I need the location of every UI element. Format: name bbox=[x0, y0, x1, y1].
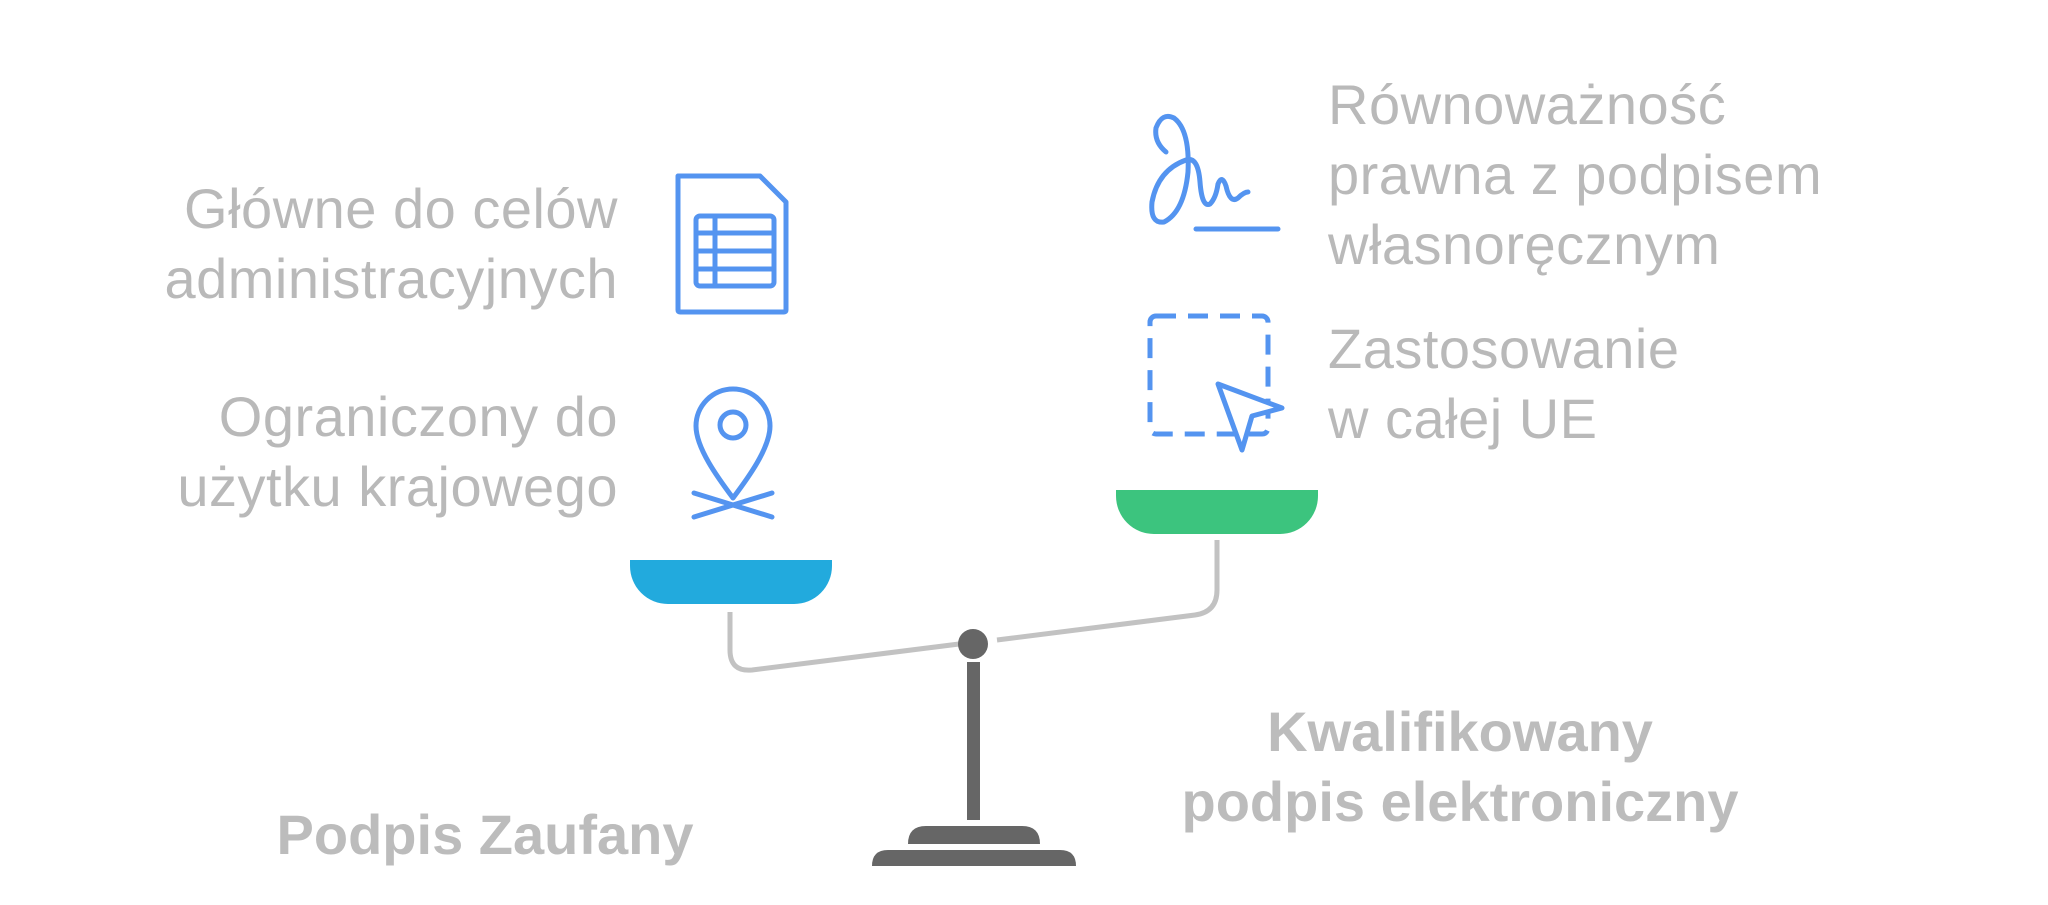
right-pan bbox=[1116, 490, 1318, 534]
scale-beam-right bbox=[996, 540, 1220, 643]
document-grid-icon bbox=[675, 173, 789, 315]
signature-icon bbox=[1149, 113, 1281, 232]
scale-base-bottom bbox=[872, 850, 1076, 866]
left-pan bbox=[630, 560, 832, 604]
left-feature-2-text: Ograniczony do użytku krajowego bbox=[177, 385, 618, 518]
scale-beam bbox=[727, 612, 976, 673]
scale-base-top bbox=[908, 826, 1040, 844]
right-feature-1-text: Równoważność prawna z podpisem własnoręc… bbox=[1328, 73, 1823, 276]
scale-pole bbox=[967, 662, 980, 820]
right-feature-2-text: Zastosowanie w całej UE bbox=[1328, 317, 1680, 450]
scale-pivot bbox=[958, 629, 988, 659]
left-feature-1-text: Główne do celów administracyjnych bbox=[164, 177, 618, 310]
cursor-selection-icon bbox=[1147, 313, 1285, 453]
right-side-title: Kwalifikowany podpis elektroniczny bbox=[1181, 700, 1739, 833]
location-cross-icon bbox=[691, 386, 775, 520]
left-side-title: Podpis Zaufany bbox=[276, 803, 694, 866]
